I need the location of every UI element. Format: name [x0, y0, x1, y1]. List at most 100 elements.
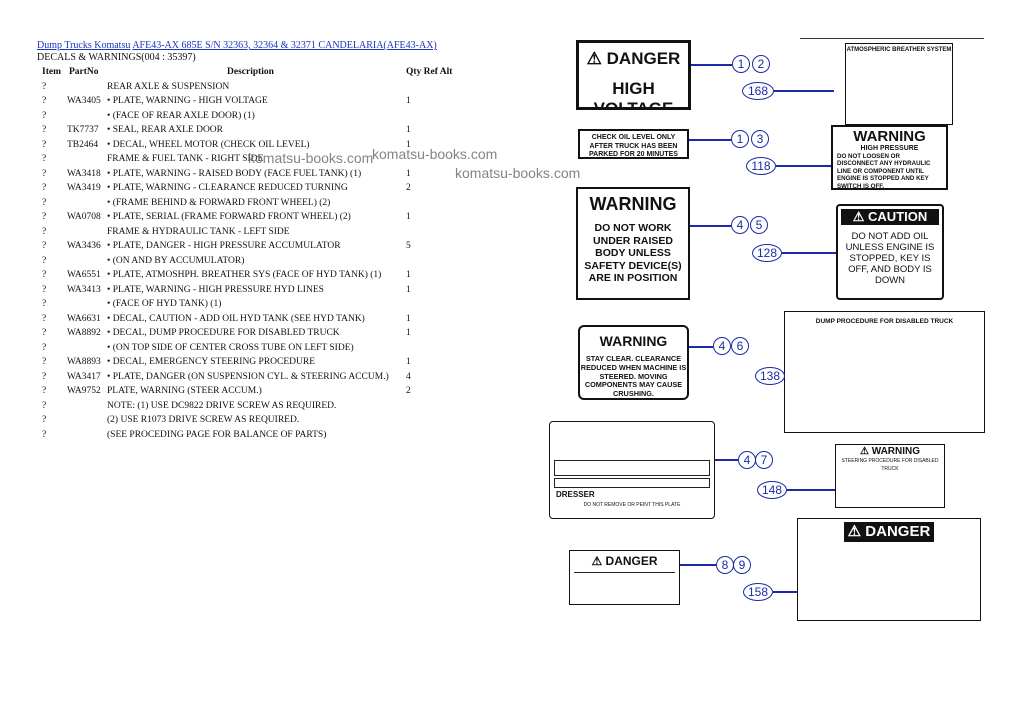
row-item: ? [42, 183, 47, 193]
row-description: • PLATE, WARNING - HIGH VOLTAGE [107, 96, 268, 106]
row-item: ? [42, 313, 47, 324]
row-qty: 1 [406, 270, 411, 280]
callout-circle: 3 [751, 130, 769, 148]
row-qty: 2 [406, 183, 411, 193]
row-part-no: TK7737 [67, 125, 99, 135]
row-qty: 1 [406, 357, 411, 367]
row-item: ? [42, 212, 47, 222]
row-description: • DECAL, WHEEL MOTOR (CHECK OIL LEVEL) [107, 139, 310, 150]
decal-head: ⚠ CAUTION [841, 209, 939, 225]
row-description: • PLATE, ATMOSHPH. BREATHER SYS (FACE OF… [107, 270, 382, 280]
callout-circle: 8 [716, 556, 734, 574]
row-item: ? [42, 415, 47, 425]
decal-warning-raised-body: WARNING DO NOT WORK UNDER RAISED BODY UN… [576, 187, 690, 300]
row-item: ? [42, 328, 47, 338]
decal-head: ⚠ DANGER [844, 522, 934, 542]
header-item: Item [42, 67, 61, 77]
row-item: ? [42, 386, 47, 396]
row-qty: 1 [406, 328, 411, 338]
decal-warning-clearance: WARNING STAY CLEAR. CLEARANCE REDUCED WH… [578, 325, 689, 400]
divider [800, 38, 984, 39]
watermark: komatsu-books.com [455, 165, 581, 181]
decal-head: WARNING [599, 333, 668, 349]
row-part-no: WA6551 [67, 270, 101, 280]
row-description: PLATE, WARNING (STEER ACCUM.) [107, 386, 262, 396]
row-description: • (FACE OF HYD TANK) (1) [107, 299, 222, 309]
row-qty: 1 [406, 212, 411, 222]
row-part-no: WA6631 [67, 313, 101, 324]
callout-circle: 138 [755, 367, 785, 385]
row-qty: 1 [406, 125, 411, 135]
row-description: • PLATE, WARNING - HIGH PRESSURE HYD LIN… [107, 284, 324, 295]
row-description: • (FRAME BEHIND & FORWARD FRONT WHEEL) (… [107, 197, 331, 208]
row-part-no: WA3419 [67, 183, 101, 193]
row-description: REAR AXLE & SUSPENSION [107, 81, 230, 92]
row-part-no: WA3413 [67, 284, 101, 295]
decal-head: WARNING [853, 128, 926, 145]
decal-warning-high-pressure: WARNING HIGH PRESSURE DO NOT LOOSEN OR D… [831, 125, 948, 190]
warning-triangle-icon: ⚠ [847, 523, 862, 540]
row-part-no: WA3417 [67, 371, 101, 382]
row-description: (2) USE R1073 DRIVE SCREW AS REQUIRED. [107, 415, 300, 425]
row-description: • PLATE, WARNING - RAISED BODY (FACE FUE… [107, 168, 362, 179]
decal-body: DO NOT ADD OIL UNLESS ENGINE IS STOPPED,… [845, 231, 935, 286]
row-part-no: WA8893 [67, 357, 101, 367]
header-part-no: PartNo [69, 67, 99, 77]
callout-circle: 1 [732, 55, 750, 73]
row-description: • (ON TOP SIDE OF CENTER CROSS TUBE ON L… [107, 342, 354, 353]
decal-body: DO NOT WORK UNDER RAISED BODY UNLESS SAF… [584, 222, 682, 284]
watermark: komatsu-books.com [248, 150, 374, 166]
callout-circle: 4 [731, 216, 749, 234]
row-item: ? [42, 139, 47, 150]
row-description: • PLATE, SERIAL (FRAME FORWARD FRONT WHE… [107, 212, 351, 222]
row-description: • PLATE, DANGER - HIGH PRESSURE ACCUMULA… [107, 241, 341, 251]
row-part-no: WA3436 [67, 241, 101, 251]
callout-circle: 2 [752, 55, 770, 73]
row-item: ? [42, 241, 47, 251]
row-qty: 1 [406, 96, 411, 106]
row-item: ? [42, 154, 47, 164]
row-part-no: WA3405 [67, 96, 101, 106]
callout-circle: 118 [746, 157, 776, 175]
row-description: • DECAL, DUMP PROCEDURE FOR DISABLED TRU… [107, 328, 340, 338]
row-qty: 1 [406, 313, 411, 324]
row-item: ? [42, 110, 47, 121]
decal-head: ⚠ WARNING [859, 446, 921, 457]
warning-triangle-icon: ⚠ [591, 554, 603, 568]
decal-check-oil-level: CHECK OIL LEVEL ONLY AFTER TRUCK HAS BEE… [578, 129, 689, 159]
row-item: ? [42, 299, 47, 309]
row-description: • PLATE, DANGER (ON SUSPENSION CYL. & ST… [107, 371, 389, 382]
decal-head: ⚠ DANGER [591, 554, 658, 568]
breadcrumb-link-dump-trucks[interactable]: Dump Trucks Komatsu [37, 40, 131, 51]
row-item: ? [42, 371, 47, 382]
decal-danger-high-voltage: ⚠ DANGER HIGH VOLTAGE [576, 40, 691, 110]
callout-circle: 4 [738, 451, 756, 469]
decal-head: DUMP PROCEDURE FOR DISABLED TRUCK [815, 318, 954, 325]
row-description: • PLATE, WARNING - CLEARANCE REDUCED TUR… [107, 183, 348, 193]
row-item: ? [42, 226, 47, 237]
warning-triangle-icon: ⚠ [586, 49, 602, 68]
decal-atmospheric-breather: ATMOSPHERIC BREATHER SYSTEM [845, 43, 953, 125]
decal-danger-accumulator: ⚠ DANGER [569, 550, 680, 605]
row-description: (SEE PROCEDING PAGE FOR BALANCE OF PARTS… [107, 429, 327, 440]
decal-body: DO NOT LOOSEN OR DISCONNECT ANY HYDRAULI… [837, 153, 931, 190]
decal-danger-suspension: ⚠ DANGER [797, 518, 981, 621]
decal-head: ATMOSPHERIC BREATHER SYSTEM [846, 47, 952, 53]
row-item: ? [42, 270, 47, 280]
callout-circle: 7 [755, 451, 773, 469]
callout-circle: 168 [742, 82, 774, 100]
row-part-no: WA8892 [67, 328, 101, 338]
row-qty: 4 [406, 371, 411, 382]
row-item: ? [42, 125, 47, 135]
callout-circle: 1 [731, 130, 749, 148]
breadcrumb-link-model[interactable]: AFE43-AX 685E S/N 32363, 32364 & 32371 C… [132, 40, 437, 51]
decal-emergency-steering: ⚠ WARNING STEERING PROCEDURE FOR DISABLE… [835, 444, 945, 508]
row-description: • DECAL, CAUTION - ADD OIL HYD TANK (SEE… [107, 313, 365, 324]
row-description: NOTE: (1) USE DC9822 DRIVE SCREW AS REQU… [107, 400, 337, 411]
row-part-no: WA9752 [67, 386, 101, 396]
row-part-no: WA0708 [67, 212, 101, 222]
decal-serial-plate: DRESSER DO NOT REMOVE OR PEINT THIS PLAT… [549, 421, 715, 519]
decal-caution-add-oil: ⚠ CAUTION DO NOT ADD OIL UNLESS ENGINE I… [836, 204, 944, 300]
decal-head: DRESSER [556, 490, 595, 499]
row-qty: 1 [406, 139, 411, 150]
